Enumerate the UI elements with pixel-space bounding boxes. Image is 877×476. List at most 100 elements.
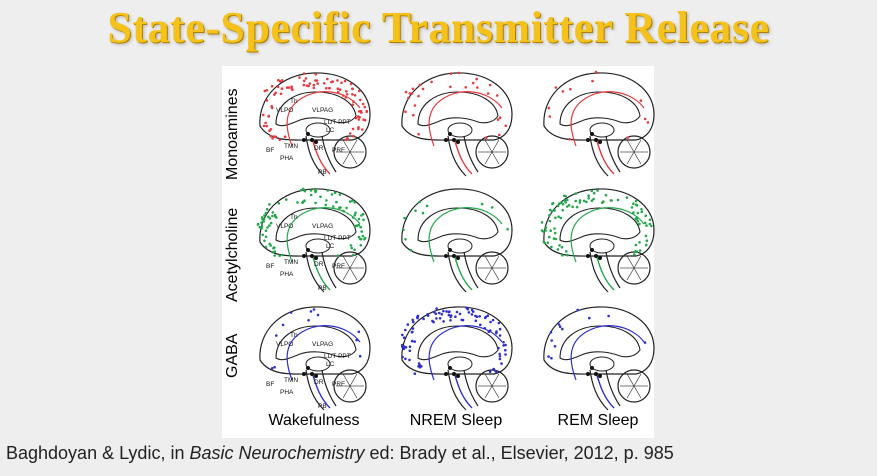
release-dot	[592, 191, 596, 195]
callosum-outline	[559, 91, 641, 127]
release-dot	[357, 235, 361, 239]
cerebellum-folia	[626, 139, 635, 153]
release-dot	[544, 226, 548, 229]
release-dot	[594, 70, 598, 74]
nucleus-marker	[586, 254, 590, 258]
region-label-pb: PB	[318, 403, 327, 410]
release-dot	[588, 316, 591, 320]
projection-pathway	[428, 91, 503, 147]
release-dot	[432, 320, 435, 324]
release-dot	[421, 87, 425, 91]
release-dot	[362, 218, 365, 222]
release-dot	[578, 201, 582, 204]
region-label-lc: LC	[326, 243, 335, 250]
release-dot	[494, 369, 497, 373]
release-dot	[314, 73, 318, 76]
release-dot	[345, 90, 348, 93]
release-dot	[630, 206, 634, 209]
release-dot	[645, 224, 648, 227]
release-dot	[302, 72, 306, 75]
release-dot	[417, 94, 420, 98]
release-dot	[633, 253, 636, 256]
release-dot	[328, 86, 331, 90]
release-dot	[401, 333, 404, 337]
release-dot	[553, 231, 557, 235]
release-dot	[267, 115, 270, 118]
release-dot	[591, 79, 594, 83]
brain-gaba-rem-sleep	[543, 306, 655, 411]
cerebellum-folia	[633, 373, 642, 387]
cerebellum-folia	[484, 373, 493, 387]
release-dot	[497, 346, 500, 350]
release-dot	[558, 244, 561, 247]
callosum-outline	[417, 207, 499, 243]
release-dot	[464, 86, 468, 89]
release-dot	[325, 199, 328, 202]
thalamus-outline	[305, 238, 331, 254]
cerebellum-outline	[617, 251, 651, 285]
region-label-pb: PB	[318, 285, 327, 292]
release-dot	[447, 310, 450, 314]
release-dot	[353, 213, 357, 217]
cerebellum-folia	[626, 373, 635, 387]
release-dot	[548, 219, 552, 223]
cortex-outline	[543, 72, 655, 141]
release-dot	[471, 310, 475, 313]
release-dot	[610, 199, 613, 202]
brainstem-outline	[305, 251, 337, 293]
release-dot	[547, 106, 551, 110]
cerebellum-folia	[626, 385, 635, 399]
nucleus-marker	[302, 254, 306, 258]
cerebellum-folia	[626, 255, 635, 269]
release-dot	[488, 370, 492, 373]
release-dot	[312, 83, 316, 87]
release-dot	[574, 199, 577, 203]
release-dot	[345, 93, 349, 96]
release-dot	[426, 313, 429, 316]
release-dot	[454, 315, 457, 318]
cerebellum-outline	[333, 135, 367, 169]
release-dot	[544, 229, 547, 232]
release-dot	[638, 241, 641, 244]
thalamus-outline	[589, 356, 615, 372]
release-dot	[326, 189, 330, 192]
release-dot	[330, 193, 334, 196]
cerebellum-folia	[484, 139, 493, 153]
release-dot	[471, 81, 475, 85]
release-dot	[361, 234, 365, 238]
release-dot	[268, 224, 271, 227]
release-dot	[442, 309, 445, 313]
release-dot	[280, 87, 284, 90]
nucleus-marker	[306, 248, 310, 252]
release-dot	[498, 355, 502, 358]
nucleus-marker	[452, 138, 456, 142]
release-dot	[303, 199, 306, 202]
region-label-th: Th	[290, 98, 298, 105]
release-dot	[413, 372, 417, 375]
nucleus-marker	[448, 248, 452, 252]
nucleus-marker	[314, 374, 318, 378]
release-dot	[408, 358, 411, 362]
citation-authors: Baghdoyan & Lydic, in	[6, 443, 190, 463]
nucleus-marker	[594, 138, 598, 142]
release-dot	[268, 129, 271, 133]
col-label-nrem-sleep: NREM Sleep	[409, 412, 503, 429]
release-dot	[590, 189, 594, 193]
release-dot	[351, 87, 354, 91]
callosum-outline	[417, 325, 499, 361]
release-dot	[285, 198, 288, 201]
release-dot	[413, 340, 416, 343]
release-dot	[354, 224, 357, 228]
release-dot	[504, 353, 507, 356]
nucleus-marker	[310, 138, 314, 142]
release-dot	[361, 128, 364, 131]
region-label-vlpo: VLPO	[276, 341, 293, 348]
release-dot	[274, 215, 277, 218]
region-label-th: Th	[290, 332, 298, 339]
release-dot	[271, 211, 275, 214]
cortex-outline	[543, 188, 655, 257]
release-dot	[634, 217, 638, 220]
release-dot	[336, 90, 340, 94]
release-dot	[650, 224, 653, 228]
release-dot	[358, 354, 362, 358]
